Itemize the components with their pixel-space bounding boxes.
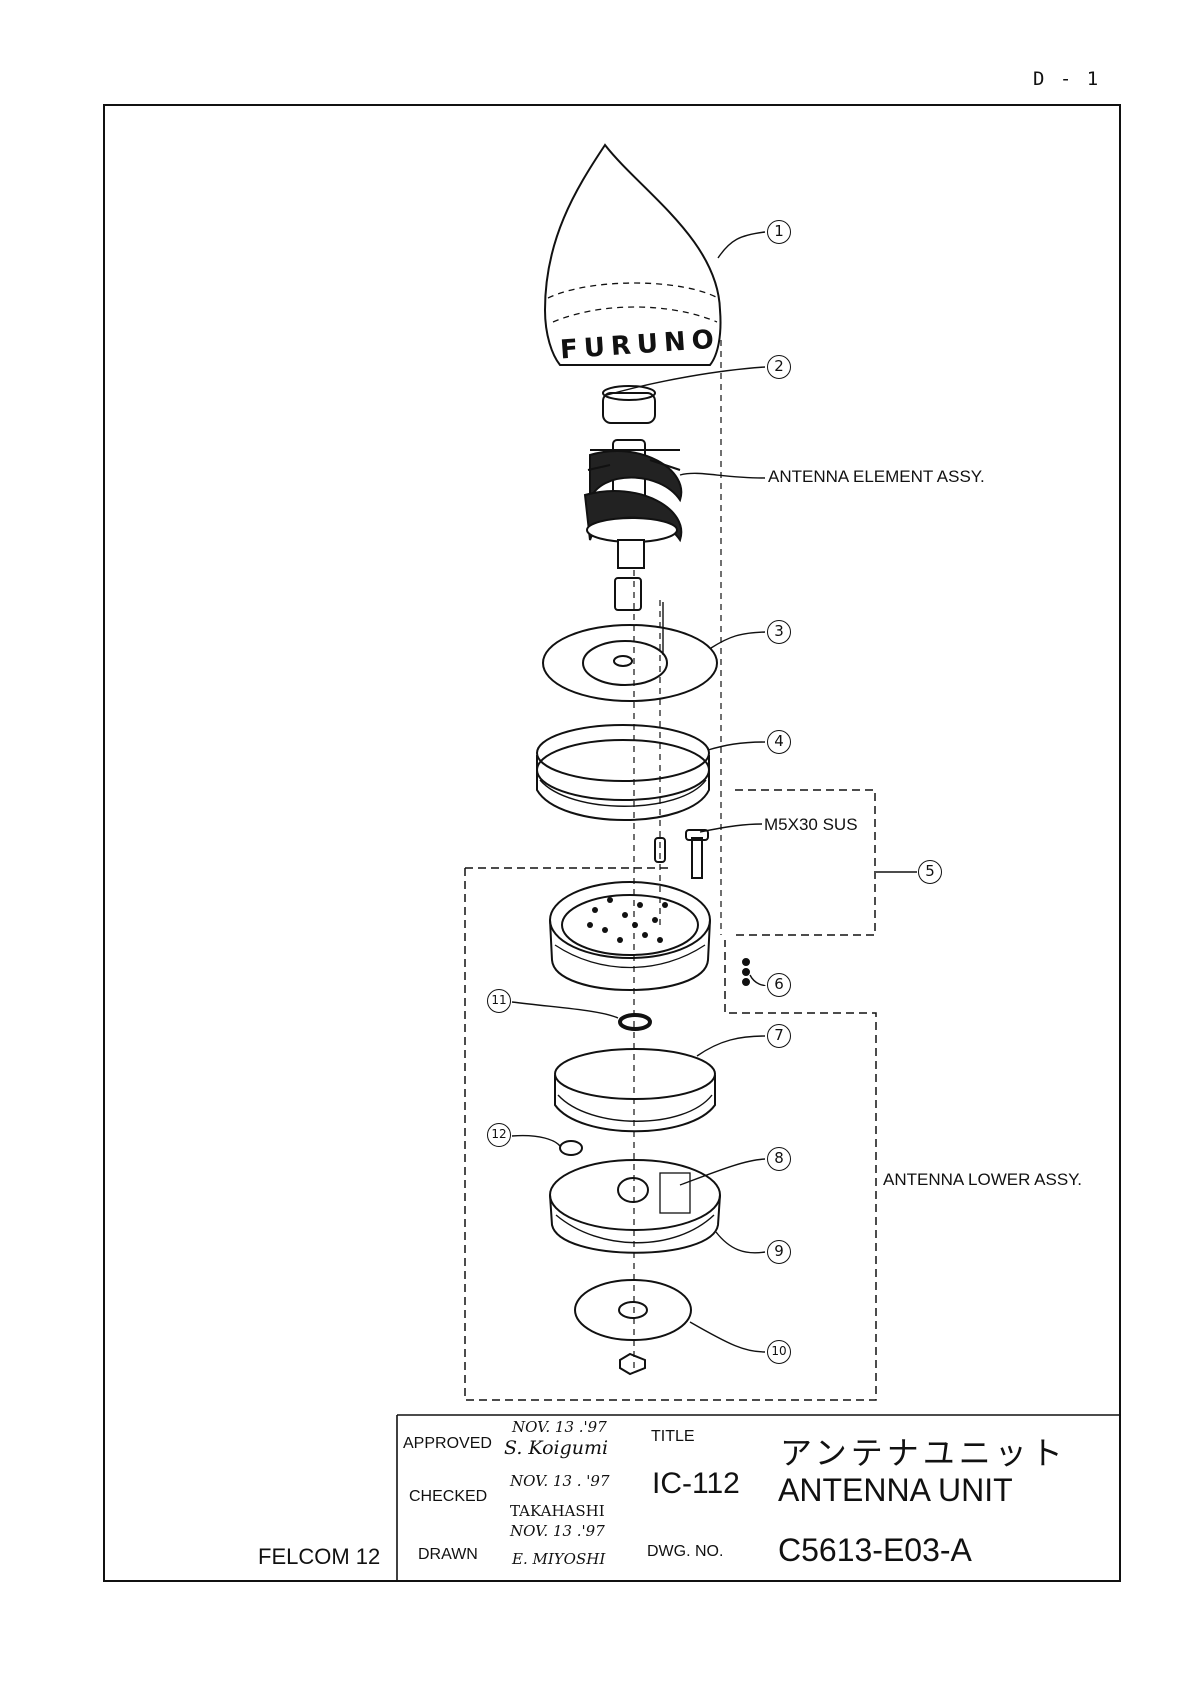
drawn-date: NOV. 13 .'97 — [510, 1522, 605, 1540]
title-label: TITLE — [651, 1428, 695, 1446]
nut — [620, 1354, 645, 1374]
approved-signature: S. Koigumi — [504, 1437, 608, 1459]
drawn-signature: E. MIYOSHI — [512, 1550, 605, 1568]
callout-8: 8 — [767, 1147, 791, 1171]
o-ring-upper — [537, 725, 709, 820]
label-antenna-element-assy: ANTENNA ELEMENT ASSY. — [768, 467, 985, 487]
title-english: ANTENNA UNIT — [778, 1472, 1013, 1509]
callout-9: 9 — [767, 1240, 791, 1264]
bolt-group-boundary — [735, 790, 875, 935]
checked-label: CHECKED — [409, 1488, 487, 1506]
callout-11: 11 — [487, 989, 511, 1013]
callout-4: 4 — [767, 730, 791, 754]
dwg-no-label: DWG. NO. — [647, 1543, 723, 1561]
lower-assy-boundary — [465, 868, 876, 1400]
callout-5: 5 — [918, 860, 942, 884]
plug — [560, 1141, 582, 1155]
drawing-number: C5613-E03-A — [778, 1532, 972, 1569]
callout-6: 6 — [767, 973, 791, 997]
model-number: IC-112 — [652, 1467, 740, 1501]
antenna-base-housing — [550, 882, 710, 990]
label-antenna-lower-assy: ANTENNA LOWER ASSY. — [883, 1170, 1082, 1190]
drawn-label: DRAWN — [418, 1546, 478, 1564]
bottom-plate — [575, 1280, 691, 1340]
callout-12: 12 — [487, 1123, 511, 1147]
seal-ring — [620, 1015, 650, 1029]
callout-2: 2 — [767, 355, 791, 379]
o-ring-lower — [555, 1049, 715, 1131]
callout-7: 7 — [767, 1024, 791, 1048]
checked-date: NOV. 13 . '97 — [510, 1472, 610, 1490]
callout-3: 3 — [767, 620, 791, 644]
product-name: FELCOM 12 — [258, 1544, 380, 1570]
callout-10: 10 — [767, 1340, 791, 1364]
callout-1: 1 — [767, 220, 791, 244]
bottom-housing — [550, 1160, 720, 1253]
title-japanese: アンテナユニット — [780, 1428, 1067, 1474]
label-m5x30: M5X30 SUS — [764, 815, 858, 835]
checked-signature: TAKAHASHI — [510, 1502, 605, 1520]
approved-date: NOV. 13 .'97 — [512, 1418, 607, 1436]
bolt-m5 — [692, 838, 702, 878]
helical-element — [585, 440, 681, 610]
approved-label: APPROVED — [403, 1435, 492, 1453]
